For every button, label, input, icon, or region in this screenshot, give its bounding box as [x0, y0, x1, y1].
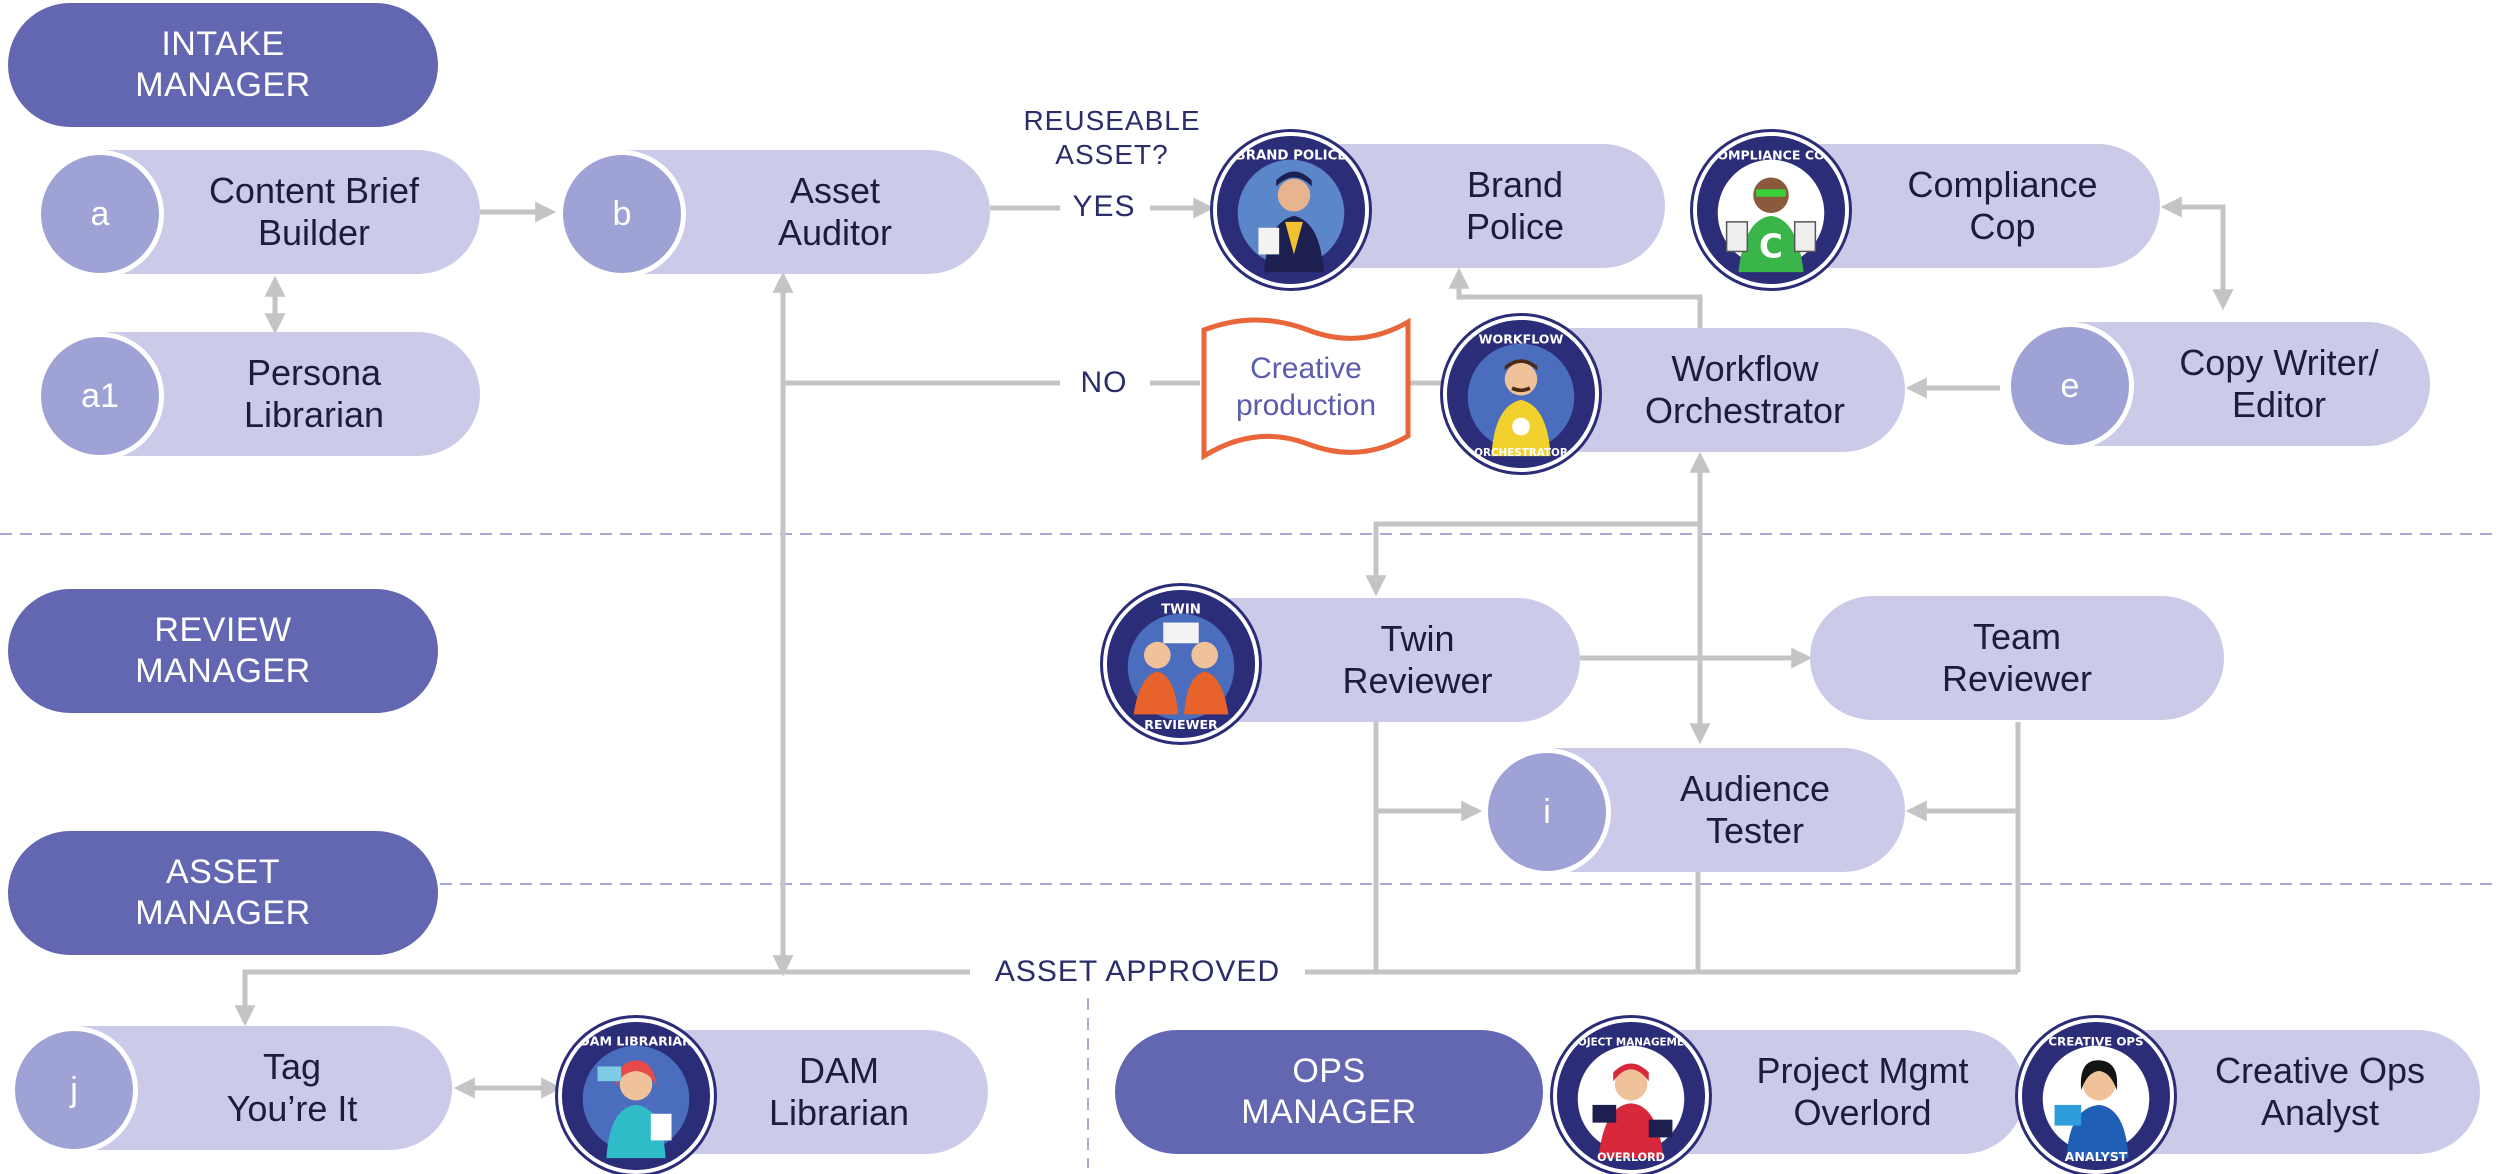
agent-letter-badge: j	[10, 1026, 138, 1154]
svg-text:PROJECT MANAGEMENT: PROJECT MANAGEMENT	[1562, 1037, 1700, 1049]
svg-text:TWIN: TWIN	[1161, 603, 1201, 618]
agent-label: Tag You’re It	[226, 1046, 358, 1129]
agent-audience-tester: i Audience Tester	[1483, 748, 1905, 876]
brand-police-icon: BRAND POLICE	[1213, 132, 1369, 288]
agent-letter-badge: e	[2006, 322, 2134, 450]
agent-label: Compliance Cop	[1907, 164, 2098, 247]
no-label: NO	[1064, 366, 1144, 400]
svg-text:COMPLIANCE COP: COMPLIANCE COP	[1708, 148, 1834, 163]
twin-reviewer-icon: TWIN REVIEWER	[1103, 586, 1259, 742]
agent-label: DAM Librarian	[768, 1050, 910, 1133]
link-compliance-copy	[2160, 196, 2234, 311]
svg-text:DAM LIBRARIAN: DAM LIBRARIAN	[579, 1034, 692, 1049]
agent-label: Project Mgmt Overlord	[1756, 1050, 1969, 1133]
agent-dam-librarian: DAM LIBRARIAN DAM Librarian	[558, 1018, 988, 1174]
link-workflow-brand	[1448, 267, 1703, 328]
agent-label: Team Reviewer	[1941, 616, 2093, 699]
dam-librarian-icon: DAM LIBRARIAN	[558, 1018, 714, 1174]
svg-text:ORCHESTRATOR: ORCHESTRATOR	[1474, 447, 1568, 459]
agent-asset-auditor: b Asset Auditor	[558, 150, 990, 278]
agent-letter-badge: a1	[36, 332, 164, 460]
agent-team-reviewer: Team Reviewer	[1810, 596, 2224, 720]
svg-text:CREATIVE OPS: CREATIVE OPS	[2048, 1035, 2143, 1049]
creative-production-label: Creative production	[1235, 352, 1377, 422]
agent-copy-writer-editor: e Copy Writer/ Editor	[2006, 322, 2430, 450]
agent-label: Creative Ops Analyst	[2214, 1050, 2426, 1133]
agent-label: Asset Auditor	[777, 170, 893, 253]
agent-project-mgmt-overlord: PROJECT MANAGEMENT OVERLORD Project Mgmt …	[1553, 1018, 2025, 1174]
creative-production-document	[1201, 317, 1411, 461]
agent-letter-badge: i	[1483, 748, 1611, 876]
reuseable-asset-question: REUSEABLE ASSET?	[1023, 105, 1201, 170]
agent-letter-badge: a	[36, 150, 164, 278]
asset-approved-bus-left	[234, 969, 970, 1027]
agent-creative-ops-analyst: CREATIVE OPS ANALYST Creative Ops Analyst	[2018, 1018, 2480, 1174]
workflow-orchestrator-icon: WORKFLOW ORCHESTRATOR	[1443, 316, 1599, 472]
agent-tag-youre-it: j Tag You’re It	[10, 1026, 452, 1154]
agent-label: Twin Reviewer	[1342, 618, 1493, 701]
intake-manager: INTAKE MANAGER	[8, 3, 438, 127]
svg-text:WORKFLOW: WORKFLOW	[1479, 332, 1564, 347]
agent-label: Copy Writer/ Editor	[2179, 342, 2379, 425]
review-manager: REVIEW MANAGER	[8, 589, 438, 713]
agent-content-brief-builder: a Content Brief Builder	[36, 150, 480, 278]
agent-label: Brand Police	[1465, 164, 1565, 247]
asset-manager: ASSET MANAGER	[8, 831, 438, 955]
asset-approved-label: ASSET APPROVED	[975, 955, 1300, 989]
agent-letter-badge: b	[558, 150, 686, 278]
agent-twin-reviewer: TWIN REVIEWER Twin Reviewer	[1103, 586, 1580, 742]
agent-label: Audience Tester	[1679, 768, 1831, 851]
agent-workflow-orchestrator: WORKFLOW ORCHESTRATOR Workflow Orchestrat…	[1443, 316, 1905, 472]
agent-label: Persona Librarian	[243, 352, 385, 435]
agent-persona-librarian: a1 Persona Librarian	[36, 332, 480, 460]
svg-text:OVERLORD: OVERLORD	[1597, 1151, 1665, 1164]
link-workflow-twin	[1365, 521, 1700, 597]
ops-manager: OPS MANAGER	[1115, 1030, 1543, 1154]
compliance-cop-icon: C COMPLIANCE COP	[1693, 132, 1849, 288]
agent-label: Workflow Orchestrator	[1644, 348, 1846, 431]
agent-brand-police: BRAND POLICE Brand Police	[1213, 132, 1665, 288]
creative-ops-analyst-icon: CREATIVE OPS ANALYST	[2018, 1018, 2174, 1174]
svg-text:ANALYST: ANALYST	[2065, 1149, 2128, 1164]
svg-text:BRAND POLICE: BRAND POLICE	[1236, 149, 1347, 164]
svg-text:REVIEWER: REVIEWER	[1144, 717, 1218, 732]
svg-text:C: C	[1759, 227, 1783, 265]
agent-label: Content Brief Builder	[208, 170, 420, 253]
project-management-overlord-icon: PROJECT MANAGEMENT OVERLORD	[1553, 1018, 1709, 1174]
yes-label: YES	[1064, 190, 1144, 224]
agent-compliance-cop: C COMPLIANCE COP Compliance Cop	[1693, 132, 2160, 288]
